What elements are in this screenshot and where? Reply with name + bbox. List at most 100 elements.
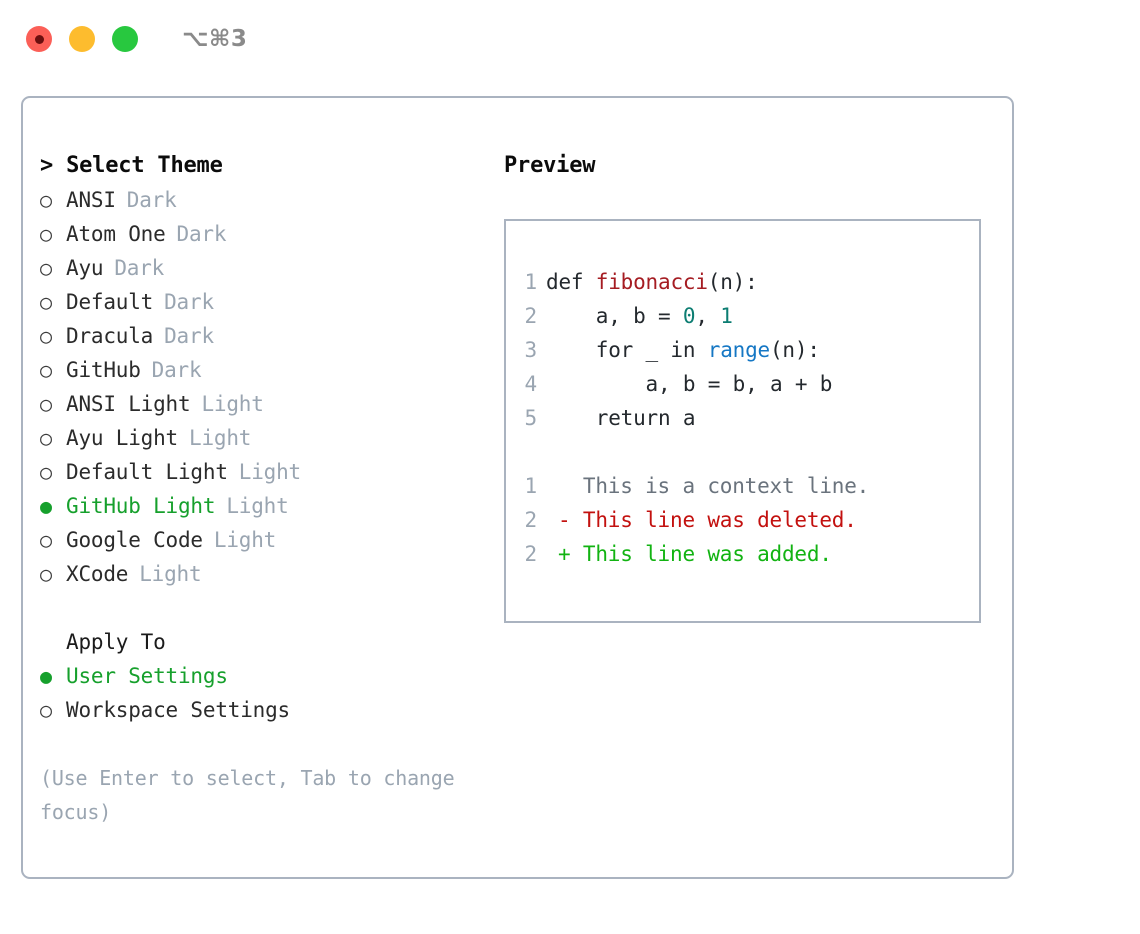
theme-option-tag: Dark <box>114 256 165 280</box>
radio-unselected-icon: ○ <box>40 698 52 722</box>
radio-unselected-icon: ○ <box>40 324 52 348</box>
theme-option-xcode[interactable]: ○ XCode Light <box>40 557 498 591</box>
code-line: 4 a, b = b, a + b <box>516 367 979 401</box>
theme-option-label: Ayu Light <box>66 426 178 450</box>
code-line-content: a, b = 0, 1 <box>546 299 733 333</box>
radio-unselected-icon: ○ <box>40 562 52 586</box>
code-line-content: a, b = b, a + b <box>546 367 833 401</box>
diff-line-number: 2 <box>524 542 538 566</box>
code-token-plain: (n): <box>707 270 758 294</box>
diff-line-del: 2- This line was deleted. <box>516 503 979 537</box>
code-token-num: 0 <box>682 304 696 328</box>
code-token-plain: return a <box>546 406 696 430</box>
theme-option-label: Google Code <box>66 528 203 552</box>
diff-line-text: This is a context line. <box>570 474 870 498</box>
code-token-call: range <box>707 338 770 362</box>
theme-option-tag: Dark <box>164 324 214 348</box>
theme-option-google-code[interactable]: ○ Google Code Light <box>40 523 498 557</box>
code-line: 2 a, b = 0, 1 <box>516 299 979 333</box>
close-button[interactable] <box>26 26 52 52</box>
page-title: > Select Theme <box>40 153 223 178</box>
radio-unselected-icon: ○ <box>40 358 52 382</box>
radio-selected-icon: ● <box>40 494 52 518</box>
radio-selected-icon: ● <box>40 664 52 688</box>
theme-option-tag: Light <box>201 392 264 416</box>
theme-option-github[interactable]: ○ GitHub Dark <box>40 353 498 387</box>
code-token-plain: def <box>546 270 596 294</box>
code-line-content: def fibonacci(n): <box>546 265 758 299</box>
preview-title: Preview <box>504 153 596 178</box>
theme-option-tag: Light <box>226 494 289 518</box>
diff-marker: + <box>558 542 571 566</box>
theme-option-ansi[interactable]: ○ ANSI Dark <box>40 183 498 217</box>
theme-option-label: GitHub <box>66 358 141 382</box>
traffic-lights <box>26 26 138 52</box>
radio-unselected-icon: ○ <box>40 222 52 246</box>
theme-option-label: Dracula <box>66 324 154 348</box>
radio-unselected-icon: ○ <box>40 256 52 280</box>
radio-unselected-icon: ○ <box>40 392 52 416</box>
diff-line-text: This line was added. <box>570 542 832 566</box>
diff-marker <box>546 469 570 503</box>
diff-line-number: 1 <box>524 474 538 498</box>
theme-option-label: ANSI <box>66 188 116 212</box>
code-token-plain: for _ in <box>546 338 708 362</box>
code-token-plain: a, b = b, a + b <box>546 372 833 396</box>
theme-option-dracula[interactable]: ○ Dracula Dark <box>40 319 498 353</box>
code-token-plain: a, b = <box>546 304 683 328</box>
radio-unselected-icon: ○ <box>40 426 52 450</box>
code-line-content: for _ in range(n): <box>546 333 820 367</box>
diff-sample-block: 1 This is a context line.2- This line wa… <box>516 469 979 571</box>
theme-option-tag: Dark <box>126 188 177 212</box>
radio-unselected-icon: ○ <box>40 188 52 212</box>
diff-line-add: 2 + This line was added. <box>516 537 979 571</box>
window-titlebar: ⌥⌘3 <box>0 0 1140 78</box>
theme-option-tag: Light <box>238 460 301 484</box>
theme-option-tag: Light <box>139 562 202 586</box>
code-token-fn: fibonacci <box>595 270 708 294</box>
theme-option-label: Default Light <box>66 460 228 484</box>
code-line-number: 4 <box>524 372 538 396</box>
theme-option-ayu-light[interactable]: ○ Ayu Light Light <box>40 421 498 455</box>
keyboard-shortcut-label: ⌥⌘3 <box>182 26 248 52</box>
apply-to-heading: Apply To <box>66 630 166 654</box>
code-line-number: 5 <box>524 406 538 430</box>
theme-option-label: Default <box>66 290 154 314</box>
theme-option-label: Ayu <box>66 256 104 280</box>
diff-line-ctx: 1 This is a context line. <box>516 469 979 503</box>
apply-to-option-workspace-settings[interactable]: ○Workspace Settings <box>40 693 498 727</box>
minimize-button[interactable] <box>69 26 95 52</box>
code-token-num: 1 <box>720 304 733 328</box>
diff-line-text: This line was deleted. <box>570 508 857 532</box>
code-line-number: 3 <box>524 338 538 362</box>
code-line-number: 2 <box>524 304 538 328</box>
diff-marker: - <box>558 508 571 532</box>
apply-to-option-user-settings[interactable]: ●User Settings <box>40 659 498 693</box>
theme-option-tag: Light <box>213 528 277 552</box>
theme-option-ayu[interactable]: ○ Ayu Dark <box>40 251 498 285</box>
code-line: 5 return a <box>516 401 979 435</box>
radio-unselected-icon: ○ <box>40 528 52 552</box>
theme-option-tag: Dark <box>151 358 202 382</box>
code-line: 3 for _ in range(n): <box>516 333 979 367</box>
theme-option-tag: Light <box>189 426 252 450</box>
code-line-content: return a <box>546 401 696 435</box>
theme-option-tag: Dark <box>164 290 214 314</box>
maximize-button[interactable] <box>112 26 138 52</box>
theme-option-label: XCode <box>66 562 129 586</box>
keyboard-hint-text: (Use Enter to select, Tab to change focu… <box>40 766 455 824</box>
apply-to-option-list: ●User Settings○Workspace Settings <box>40 659 498 727</box>
code-token-plain: (n): <box>769 338 820 362</box>
